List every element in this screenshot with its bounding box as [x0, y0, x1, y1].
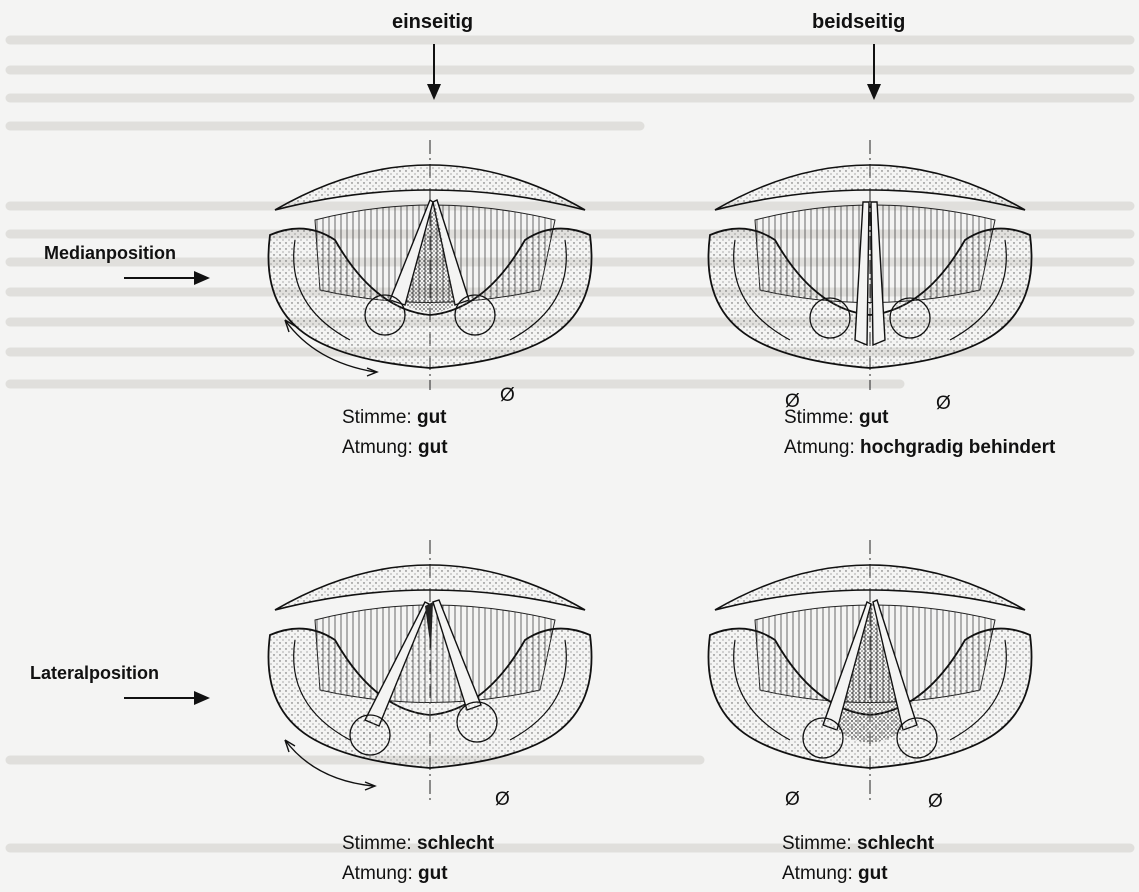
breathing-status: Atmung: gut: [342, 438, 448, 457]
row-label-lateral: Lateralposition: [30, 664, 159, 682]
breathing-label: Atmung:: [342, 863, 413, 884]
paralysis-symbol: Ø: [785, 790, 800, 809]
breathing-status: Atmung: hochgradig behindert: [784, 438, 1055, 457]
voice-value: gut: [859, 407, 889, 428]
voice-label: Stimme:: [784, 407, 854, 428]
breathing-value: gut: [418, 437, 448, 458]
breathing-label: Atmung:: [782, 863, 853, 884]
larynx-illustration-lateral-unilateral: [255, 540, 615, 800]
paralysis-symbol: Ø: [936, 394, 951, 413]
larynx-illustration-median-bilateral: [695, 140, 1055, 390]
voice-status: Stimme: schlecht: [342, 834, 494, 853]
voice-value: gut: [417, 407, 447, 428]
column-header-unilateral: einseitig: [392, 12, 473, 32]
voice-label: Stimme:: [342, 833, 412, 854]
arrow-down-icon: [864, 44, 884, 104]
paralysis-symbol: Ø: [928, 792, 943, 811]
voice-label: Stimme:: [782, 833, 852, 854]
column-header-bilateral: beidseitig: [812, 12, 905, 32]
larynx-illustration-lateral-bilateral: [695, 540, 1055, 800]
voice-label: Stimme:: [342, 407, 412, 428]
breathing-value: gut: [418, 863, 448, 884]
paralysis-symbol: Ø: [495, 790, 510, 809]
voice-value: schlecht: [417, 833, 494, 854]
larynx-illustration-median-unilateral: [255, 140, 615, 390]
breathing-label: Atmung:: [784, 437, 855, 458]
voice-status: Stimme: schlecht: [782, 834, 934, 853]
row-label-median: Medianposition: [44, 244, 176, 262]
arrow-down-icon: [424, 44, 444, 104]
arrow-right-icon: [124, 268, 214, 288]
breathing-status: Atmung: gut: [342, 864, 448, 883]
paralysis-symbol: Ø: [500, 386, 515, 405]
breathing-value: hochgradig behindert: [860, 437, 1055, 458]
voice-status: Stimme: gut: [784, 408, 889, 427]
breathing-value: gut: [858, 863, 888, 884]
arrow-right-icon: [124, 688, 214, 708]
breathing-status: Atmung: gut: [782, 864, 888, 883]
voice-status: Stimme: gut: [342, 408, 447, 427]
voice-value: schlecht: [857, 833, 934, 854]
breathing-label: Atmung:: [342, 437, 413, 458]
